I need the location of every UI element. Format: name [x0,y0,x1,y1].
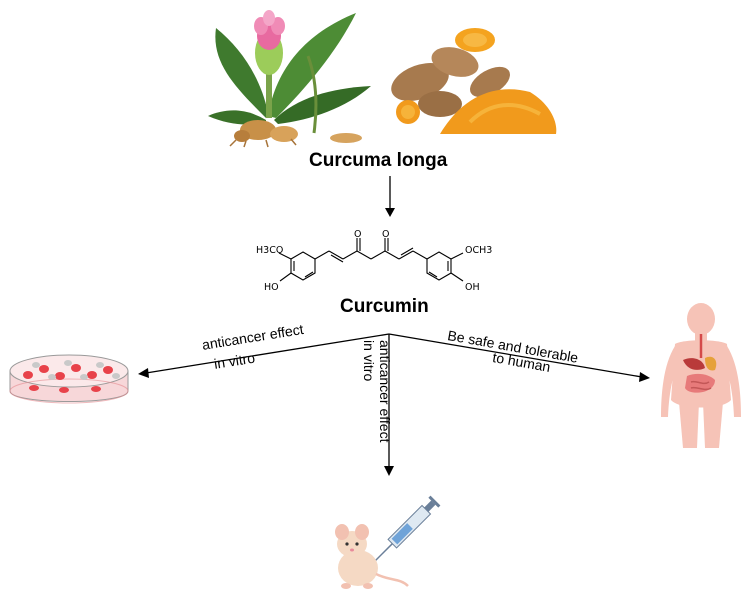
hydroxy-right-label: OH [465,282,480,293]
methoxy-right-label: OCH3 [465,245,493,256]
arrow-right [388,333,650,382]
human-body-icon [661,303,741,448]
curcumin-structure [278,238,464,282]
arrow-left [138,333,390,378]
carbonyl-label-2: O [382,229,390,240]
down-branch-label-2: in vitro [361,340,377,382]
arrow-plant-to-curcumin [385,176,395,217]
plant-name: Curcuma longa [309,150,448,171]
hydroxy-left-label: HO [264,282,279,293]
petri-dish-icon [9,354,129,404]
methoxy-left-label: H3CO [256,245,284,256]
down-branch-label-1: anticancer effect [377,340,393,443]
carbonyl-label-1: O [354,229,362,240]
turmeric-root-powder-icon [391,28,557,134]
arrow-down [384,334,394,476]
compound-name: Curcumin [340,296,429,317]
turmeric-plant-icon [208,10,371,148]
mouse-syringe-icon [335,495,441,589]
